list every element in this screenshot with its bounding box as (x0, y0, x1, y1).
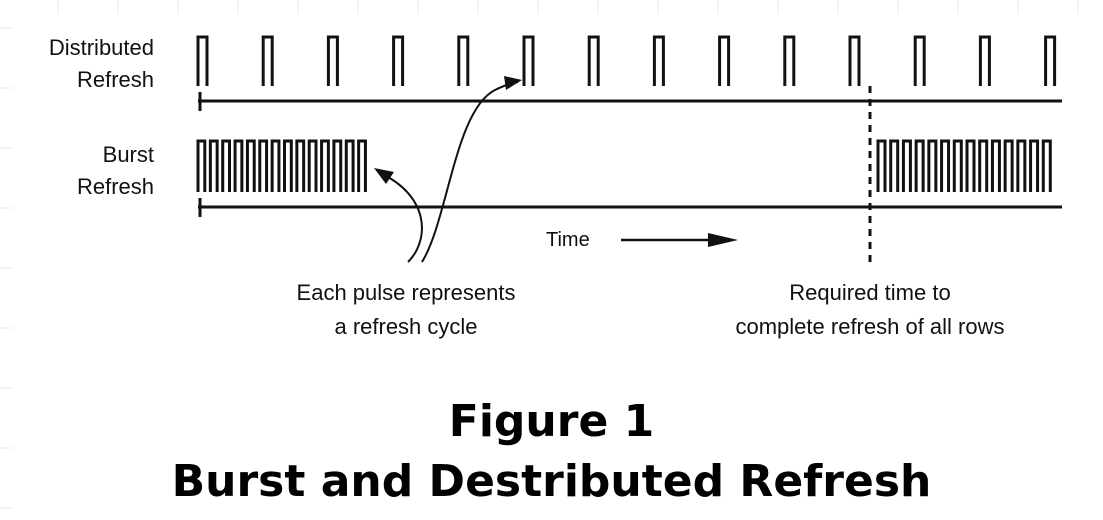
distributed-pulse (196, 35, 209, 86)
required-time-note-line2: complete refresh of all rows (735, 314, 1005, 339)
callout-arrow-to-burst (377, 171, 423, 263)
figure-number: Figure 1 (448, 396, 655, 447)
burst-pulse (295, 139, 306, 192)
pulse-callout-arrows (374, 76, 522, 263)
distributed-pulse (913, 35, 926, 86)
burst-pulse (1029, 139, 1040, 192)
burst-pulse (914, 139, 925, 192)
burst-refresh-pulses-first (196, 139, 367, 192)
burst-pulse (1003, 139, 1014, 192)
required-time-note: Required time to complete refresh of all… (690, 276, 1050, 344)
burst-pulse (889, 139, 900, 192)
distributed-pulse (261, 35, 274, 86)
burst-pulse (208, 139, 219, 192)
time-axis-label: Time (546, 229, 590, 251)
distributed-pulse (783, 35, 796, 86)
burst-pulse (965, 139, 976, 192)
burst-pulse (927, 139, 938, 192)
burst-pulse (258, 139, 269, 192)
burst-pulse (283, 139, 293, 192)
burst-pulse (332, 139, 343, 192)
distributed-pulse (392, 35, 405, 86)
time-arrow (621, 233, 738, 247)
figure-title: Burst and Destributed Refresh (171, 456, 932, 507)
burst-pulse (270, 139, 281, 192)
burst-pulse (357, 139, 367, 192)
burst-pulse (344, 139, 355, 192)
burst-refresh-label: Burst Refresh (20, 139, 154, 203)
required-time-note-line1: Required time to (789, 280, 951, 305)
distributed-pulse (848, 35, 861, 86)
distributed-pulse (522, 35, 535, 86)
distributed-pulse (718, 35, 731, 86)
burst-pulse (990, 139, 1001, 192)
pulse-note-line2: a refresh cycle (334, 314, 478, 339)
pulse-note: Each pulse represents a refresh cycle (236, 276, 576, 344)
distributed-refresh-label: Distributed Refresh (20, 32, 154, 96)
burst-pulse (233, 139, 244, 192)
distributed-pulse (457, 35, 470, 86)
distributed-label-line2: Refresh (76, 67, 154, 92)
background-grid (0, 0, 1079, 509)
distributed-pulse (587, 35, 600, 86)
distributed-pulse (978, 35, 991, 86)
burst-pulse (1041, 139, 1052, 192)
burst-pulse (307, 139, 318, 192)
burst-pulse (245, 139, 256, 192)
burst-pulse (901, 139, 912, 192)
burst-pulse (876, 139, 887, 192)
burst-pulse (940, 139, 951, 192)
distributed-pulse (326, 35, 339, 86)
distributed-refresh-pulses (196, 35, 1057, 86)
burst-pulse (320, 139, 330, 192)
pulse-note-line1: Each pulse represents (296, 280, 516, 305)
burst-pulse (952, 139, 963, 192)
burst-refresh-pulses-second (876, 139, 1052, 192)
burst-label-line2: Refresh (76, 174, 154, 199)
burst-pulse (221, 139, 232, 192)
burst-label-line1: Burst (102, 142, 154, 167)
distributed-pulse (652, 35, 665, 86)
burst-pulse (1016, 139, 1027, 192)
burst-pulse (978, 139, 989, 192)
distributed-pulse (1044, 35, 1057, 86)
distributed-label-line1: Distributed (48, 35, 154, 60)
burst-pulse (196, 139, 207, 192)
callout-arrow-to-distributed (421, 81, 519, 263)
